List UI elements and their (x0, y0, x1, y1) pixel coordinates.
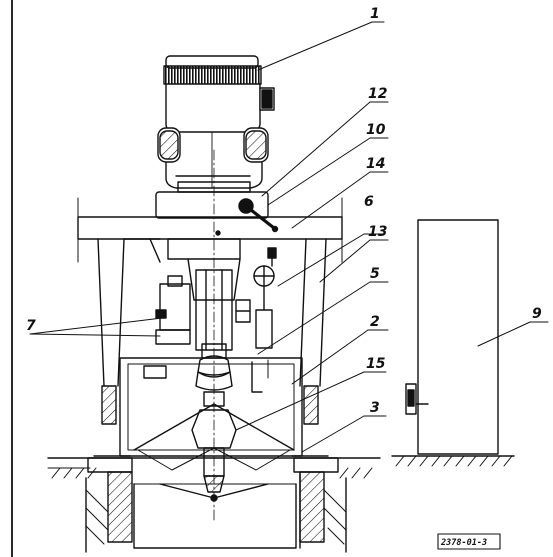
terminal-box (261, 89, 273, 109)
callout-13: 13 (368, 224, 387, 240)
callout-9: 9 (532, 306, 542, 322)
cone-hopper (133, 403, 295, 502)
housing-box (119, 357, 303, 457)
vent-left (159, 130, 179, 160)
foundation (47, 457, 381, 553)
drawing-number-frame (437, 533, 501, 550)
frame-columns (93, 238, 329, 457)
callout-5: 5 (370, 266, 380, 282)
callout-1: 1 (370, 6, 380, 22)
callout-3: 3 (370, 400, 380, 416)
callout-6: 6 (364, 194, 374, 210)
vent-right (245, 130, 267, 160)
gear-head (155, 191, 279, 233)
callout-2: 2 (370, 314, 380, 330)
callout-14: 14 (366, 156, 385, 172)
cross-beam (77, 197, 343, 263)
handwheel-valve (253, 247, 277, 349)
callout-labels: 1 12 10 14 6 13 5 7 2 15 3 9 (26, 6, 542, 416)
control-cabinet (391, 219, 515, 467)
motor (157, 55, 275, 193)
callout-7: 7 (26, 318, 36, 334)
callout-10: 10 (366, 122, 386, 138)
clamp-assembly (155, 275, 251, 345)
callout-15: 15 (366, 356, 386, 372)
callout-12: 12 (368, 86, 387, 102)
leader-lines (29, 21, 549, 453)
drawing-number: 2378-01-3 (440, 538, 487, 548)
